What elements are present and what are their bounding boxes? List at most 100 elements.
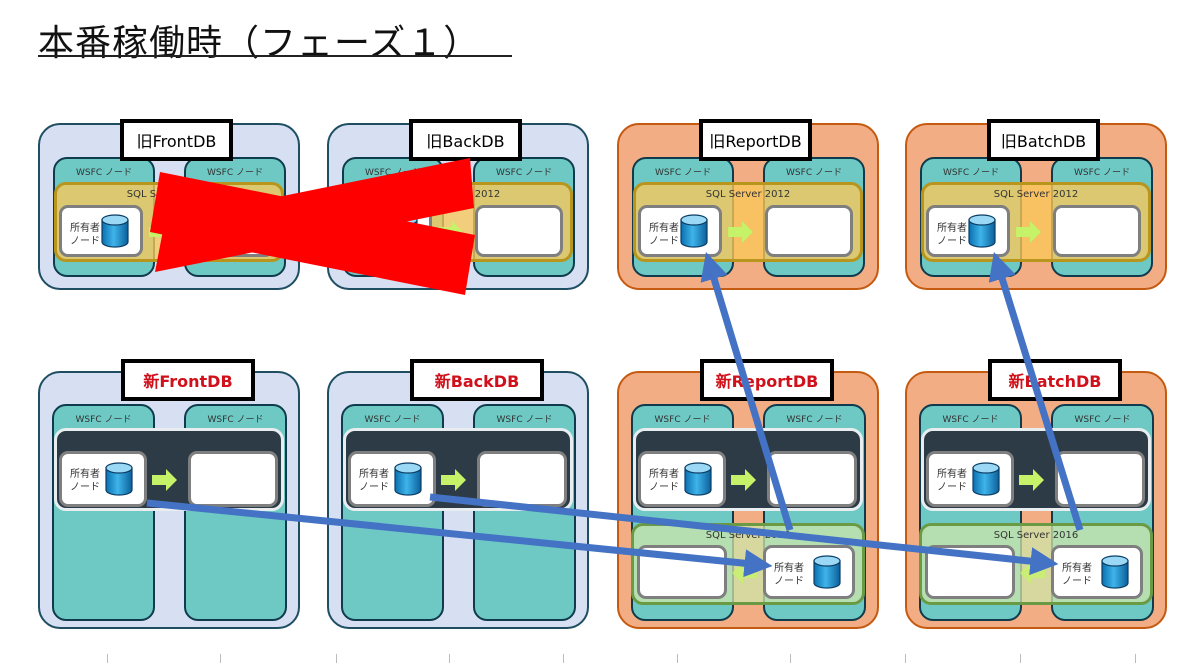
owner-label-line2: ノード [70,236,100,247]
owner-label-line1: 所有者 [649,469,679,480]
owner-label-line1: 所有者 [774,563,804,574]
owner-node-label: 所有者ノード [649,468,679,494]
sql-version-label: SQL Server 2012 [126,189,212,200]
sql-version-label: SQL Server 2012 [993,189,1079,200]
cluster-title-box: 旧ReportDB [699,119,812,161]
owner-node-instance: 所有者ノード [59,205,143,257]
database-icon [390,214,418,248]
owner-label-line1: 所有者 [649,223,679,234]
wsfc-node-label: WSFC ノード [76,168,132,178]
axis-tick [563,654,564,663]
sql-version-label: SQL Server 2012 [415,189,501,200]
owner-label-line2: ノード [649,482,679,493]
cluster-title: 旧BackDB [426,132,505,151]
wsfc-node-label: WSFC ノード [786,415,843,425]
cluster-title: 新FrontDB [143,372,233,391]
axis-tick [905,654,906,663]
owner-node-label: 所有者ノード [359,222,389,248]
owner-node-label: 所有者ノード [937,468,967,494]
database-icon [1101,555,1129,589]
database-icon [972,462,1000,496]
owner-node-label: 所有者ノード [70,222,100,248]
arrow-right-icon [438,221,463,243]
arrow-right-icon [149,221,174,243]
database-icon [813,555,841,589]
cluster-title-box: 旧BackDB [409,119,522,161]
wsfc-node-label: WSFC ノード [655,168,711,178]
cluster-title: 旧FrontDB [136,132,217,151]
database-icon [105,462,133,496]
wsfc-node-label: WSFC ノード [942,415,999,425]
axis-tick [220,654,221,663]
wsfc-node-label: WSFC ノード [207,168,263,178]
owner-label-line2: ノード [359,236,389,247]
wsfc-node-label: WSFC ノード [1074,415,1131,425]
owner-node-label: 所有者ノード [649,222,679,248]
owner-label-line2: ノード [937,482,967,493]
wsfc-node-label: WSFC ノード [496,415,553,425]
secondary-node-instance [637,545,727,599]
cluster-title-box: 新FrontDB [121,359,255,401]
arrow-right-icon [441,469,466,491]
wsfc-node-label: WSFC ノード [786,168,842,178]
secondary-node-instance [188,451,278,507]
owner-label-line2: ノード [359,482,389,493]
arrow-right-icon [152,469,177,491]
arrow-right-icon [1019,469,1044,491]
owner-node-label: 所有者ノード [774,562,804,588]
owner-label-line1: 所有者 [937,469,967,480]
wsfc-node-label: WSFC ノード [496,168,552,178]
owner-node-label: 所有者ノード [359,468,389,494]
secondary-node-instance [767,451,857,507]
owner-label-line2: ノード [649,236,679,247]
database-icon [394,462,422,496]
cluster-title: 旧BatchDB [1000,132,1087,151]
arrow-right-icon [1016,221,1041,243]
wsfc-node-label: WSFC ノード [943,168,999,178]
wsfc-node-label: WSFC ノード [365,168,421,178]
axis-tick [1135,654,1136,663]
sql-version-label: SQL Server 2016 [993,530,1079,541]
secondary-node-instance [1053,205,1141,257]
axis-tick [677,654,678,663]
arrow-left-icon [1020,562,1045,584]
owner-label-line1: 所有者 [359,469,389,480]
owner-label-line1: 所有者 [70,223,100,234]
database-icon [680,214,708,248]
sql-version-label: SQL Server 2012 [705,189,791,200]
owner-label-line2: ノード [937,236,967,247]
axis-tick [336,654,337,663]
wsfc-node-label: WSFC ノード [75,415,132,425]
owner-label-line2: ノード [70,482,100,493]
secondary-node-instance [477,451,567,507]
cluster-title-box: 新BackDB [410,359,544,401]
database-icon [684,462,712,496]
owner-label-line2: ノード [1062,576,1092,587]
axis-tick [1020,654,1021,663]
sql-version-label: SQL Server 2016 [705,530,791,541]
cluster-title: 旧ReportDB [709,132,802,151]
owner-node-label: 所有者ノード [937,222,967,248]
owner-label-line1: 所有者 [1062,563,1092,574]
cluster-title-box: 新ReportDB [700,359,834,401]
secondary-node-instance [925,545,1015,599]
owner-label-line1: 所有者 [359,223,389,234]
wsfc-node-label: WSFC ノード [207,415,264,425]
owner-node-label: 所有者ノード [70,468,100,494]
owner-node-label: 所有者ノード [1062,562,1092,588]
axis-tick [449,654,450,663]
wsfc-node-label: WSFC ノード [1074,168,1130,178]
title-underline [38,55,512,57]
secondary-node-instance [475,205,563,257]
wsfc-node-label: WSFC ノード [364,415,421,425]
database-icon [101,214,129,248]
owner-label-line2: ノード [774,576,804,587]
axis-tick [790,654,791,663]
cluster-title-box: 旧FrontDB [120,119,233,161]
arrow-left-icon [732,562,757,584]
arrow-right-icon [728,221,753,243]
cluster-title: 新BackDB [434,372,520,391]
database-icon [968,214,996,248]
arrow-right-icon [731,469,756,491]
axis-tick [107,654,108,663]
